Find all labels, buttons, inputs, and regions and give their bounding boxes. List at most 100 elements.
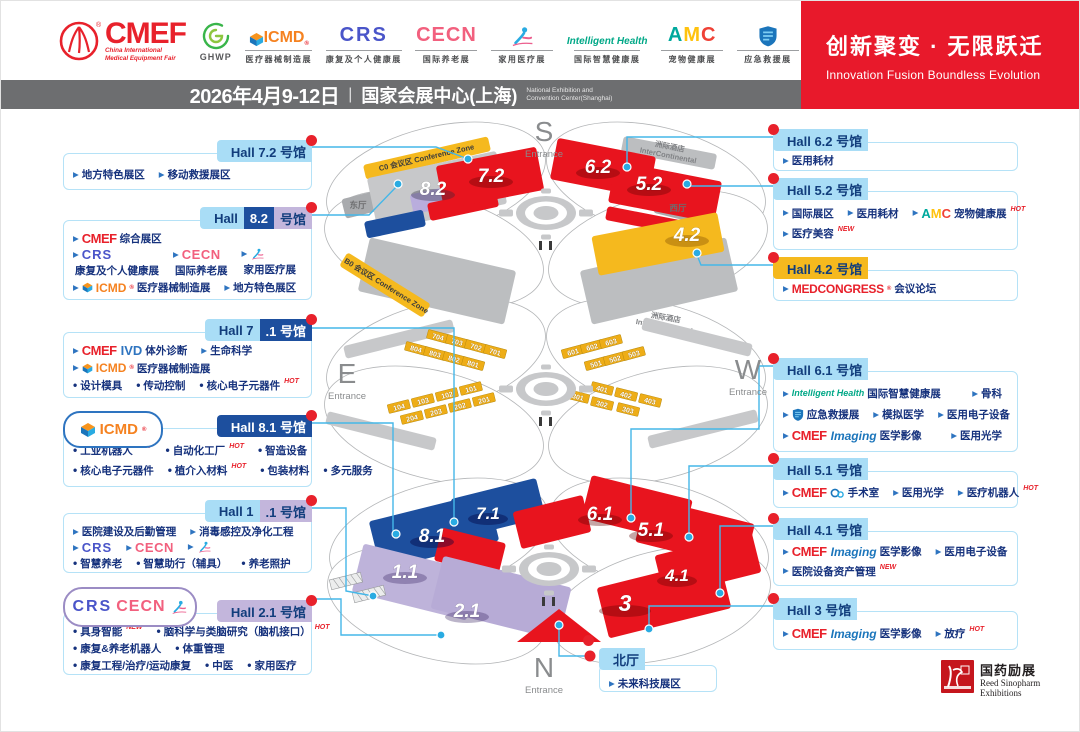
hall-exhibits: ▶医院建设及后勤管理▶消毒感控及净化工程▶CRS▶CECN▶ •智慧养老•智慧助… bbox=[64, 514, 311, 572]
exhibit-row: ▶地方特色展区▶移动救援展区 bbox=[73, 167, 302, 182]
hotel-band bbox=[621, 136, 717, 170]
arrow-marker: ▶ bbox=[241, 249, 248, 259]
hall-title-part: 号馆 bbox=[273, 207, 312, 229]
exhibit-item: •智慧养老 bbox=[73, 556, 122, 571]
meeting-room-number: 803 bbox=[428, 350, 441, 360]
arrow-marker: ▶ bbox=[912, 208, 919, 218]
registered-mark: ® bbox=[129, 284, 134, 291]
plaza-petal bbox=[541, 234, 551, 240]
meeting-room-block bbox=[400, 410, 424, 425]
meeting-room-block: 203 bbox=[424, 404, 448, 419]
map-hall-8.2-blue-zone bbox=[364, 210, 426, 238]
mid-band bbox=[325, 411, 437, 451]
date-venue-bar: 2026年4月9-12日 | 国家会展中心(上海) National Exhib… bbox=[1, 80, 801, 109]
exhibit-sublabel: 康复及个人健康展 bbox=[75, 265, 159, 277]
exhibit-item: •中医 bbox=[205, 658, 233, 673]
expo-brand-cecn: CECN 国际养老展 bbox=[415, 17, 478, 65]
exhibit-item: •养老照护 bbox=[241, 556, 290, 571]
hall-header: Hall 1.1 号馆 bbox=[204, 495, 317, 522]
exhibit-item: •康复&养老机器人 bbox=[73, 641, 161, 656]
map-hall-number: 2.1 bbox=[453, 601, 480, 622]
exhibit-item: ▶医用耗材 bbox=[783, 153, 834, 168]
hall-number-shadow bbox=[657, 575, 697, 587]
exhibit-label: 体外诊断 bbox=[145, 345, 188, 358]
expo-caption: 医疗器械制造展 bbox=[245, 50, 312, 65]
arrow-marker: ▶ bbox=[938, 409, 944, 419]
map-hall-4.2 bbox=[591, 212, 725, 276]
meeting-room-block: 102 bbox=[435, 387, 459, 402]
emergency-rescue-shield-icon bbox=[759, 26, 777, 47]
map-marker-dot bbox=[644, 624, 654, 634]
exhibit-label: 核心电子元器件 bbox=[80, 465, 154, 478]
hot-tag: HOT bbox=[284, 377, 299, 385]
exhibit-label: 医疗美容 bbox=[791, 228, 834, 241]
exhibit-row: ▶医用耗材 bbox=[783, 153, 1008, 168]
connector-line-north bbox=[558, 625, 589, 657]
map-hall-number: 7.1 bbox=[476, 504, 500, 523]
exhibit-label: 生命科学 bbox=[210, 345, 253, 358]
arrow-marker: ▶ bbox=[158, 169, 165, 179]
connector-line-h72 bbox=[312, 146, 469, 160]
plaza-petal bbox=[579, 209, 593, 217]
plaza-petal bbox=[582, 565, 596, 573]
exhibit-item: ▶ 家用医疗展 bbox=[241, 248, 296, 277]
entrance-letter-W: W bbox=[735, 354, 762, 385]
exhibit-label: 未来科技展区 bbox=[617, 678, 681, 690]
connector-red-dot bbox=[306, 202, 317, 213]
map-marker-dot bbox=[692, 248, 702, 258]
dot-marker: • bbox=[323, 463, 328, 478]
exhibit-label: 综合展区 bbox=[119, 233, 162, 245]
meeting-room-block: 104 bbox=[387, 399, 411, 414]
hall-exhibits: ▶地方特色展区▶移动救援展区 bbox=[64, 154, 311, 189]
b0-conference-band bbox=[340, 253, 430, 317]
amc-m: M bbox=[930, 205, 942, 221]
dot-marker: • bbox=[257, 442, 263, 457]
expo-brand-shield: 应急救援展 bbox=[736, 17, 799, 65]
exhibit-label: 骨科 bbox=[981, 388, 1002, 400]
c0-conference-band bbox=[363, 136, 491, 180]
central-plaza-core bbox=[533, 206, 559, 220]
exhibit-item: •核心电子元器件 bbox=[73, 463, 154, 478]
expo-caption: 宠物健康展 bbox=[661, 50, 724, 65]
map-hall-number: 6.2 bbox=[585, 157, 612, 178]
ghwp-brand: GHWP bbox=[200, 21, 232, 62]
exhibit-item: ▶CMEF 手术室 bbox=[783, 485, 879, 500]
connector-red-dot bbox=[768, 593, 779, 604]
arrow-marker: ▶ bbox=[224, 282, 231, 292]
hall-number-shadow bbox=[468, 513, 508, 525]
dot-marker: • bbox=[165, 442, 170, 457]
exhibit-label: 医用光学 bbox=[960, 430, 1002, 442]
mid-band bbox=[343, 319, 455, 359]
reed-sinopharm-seal bbox=[941, 660, 974, 693]
meeting-room-block bbox=[638, 393, 662, 408]
mid-band bbox=[641, 317, 753, 357]
hall-panel-h11: Hall 1.1 号馆▶医院建设及后勤管理▶消毒感控及净化工程▶CRS▶CECN… bbox=[63, 495, 317, 573]
hall-header: Hall 7.1 号馆 bbox=[204, 314, 317, 341]
exhibit-item: •智造设备 bbox=[258, 443, 307, 458]
organizer-name-en2: Exhibitions bbox=[980, 687, 1022, 698]
exhibit-label: 移动救援展区 bbox=[167, 169, 231, 181]
dot-marker: • bbox=[73, 377, 78, 392]
connector-line-h82 bbox=[312, 184, 399, 216]
arrow-marker: ▶ bbox=[783, 409, 789, 419]
map-hall-number: 8.2 bbox=[420, 179, 447, 200]
img-logo: CMEF bbox=[791, 626, 827, 641]
meeting-room-number: 502 bbox=[609, 355, 622, 365]
exhibit-label: 智慧养老 bbox=[80, 558, 123, 570]
exhibit-label: 养老照护 bbox=[248, 558, 291, 570]
floor-slab bbox=[358, 237, 516, 325]
arrow-marker: ▶ bbox=[173, 249, 179, 259]
exhibit-label: 医疗器械制造展 bbox=[136, 362, 211, 375]
